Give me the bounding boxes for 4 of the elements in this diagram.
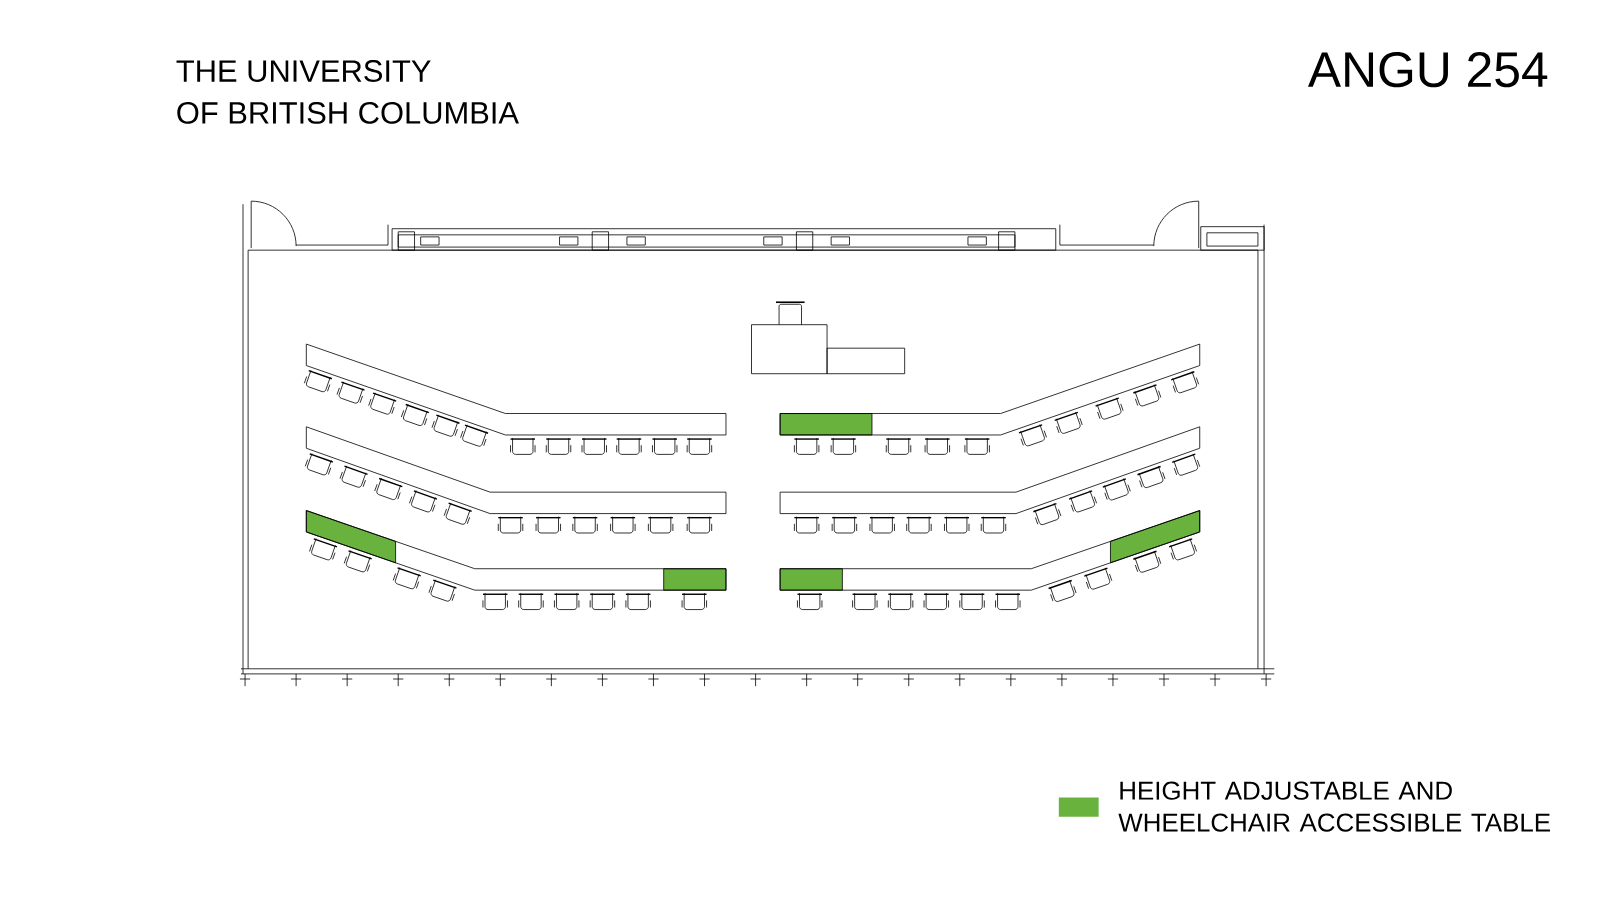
room-title: ANGU 254	[1307, 52, 1548, 88]
legend-text: HEIGHT ADJUSTABLE AND WHEELCHAIR ACCESSIBLE TABLE	[1118, 781, 1550, 832]
heading-text: THE UNIVERSITY	[176, 60, 431, 82]
heading-text: OF BRITISH COLUMBIA	[177, 102, 519, 124]
